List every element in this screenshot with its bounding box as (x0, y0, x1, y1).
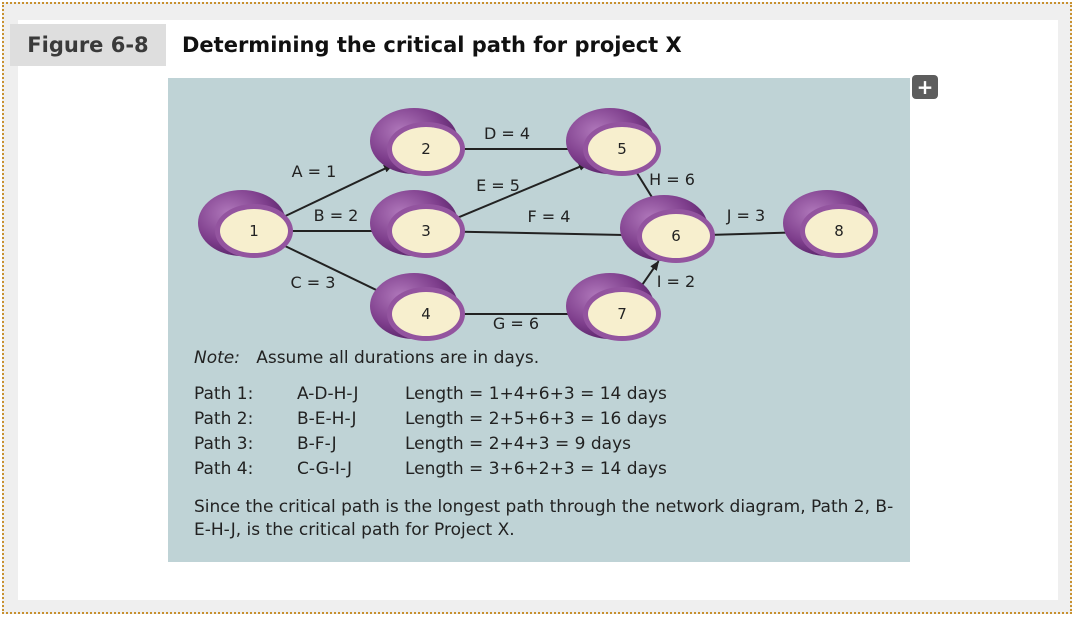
edge-label: I = 2 (657, 272, 695, 291)
node-number: 8 (834, 222, 844, 240)
edge-label: C = 3 (291, 273, 336, 292)
node-6: 6 (620, 195, 715, 263)
node-8: 8 (783, 190, 878, 258)
diagram-container: A = 1 B = 2 C = 3 D = 4 E = 5 F = 4 G = 6 H = 6… (168, 78, 910, 562)
node-face (392, 209, 460, 253)
path-name: Path 4: (194, 459, 254, 479)
edge-label: J = 3 (726, 206, 765, 225)
path-length: Length = 1+4+6+3 = 14 days (405, 384, 667, 404)
table-row: Path 2: B-E-H-J Length = 2+5+6+3 = 16 da… (194, 407, 667, 432)
edge-label: E = 5 (476, 176, 520, 195)
path-name: Path 1: (194, 384, 254, 404)
node-3: 3 (370, 190, 465, 258)
network-diagram: A = 1 B = 2 C = 3 D = 4 E = 5 F = 4 G = 6 H = 6… (198, 108, 878, 341)
node-number: 2 (421, 140, 431, 158)
table-row: Path 1: A-D-H-J Length = 1+4+6+3 = 14 da… (194, 382, 667, 407)
node-face (392, 127, 460, 171)
edge-label: A = 1 (292, 162, 337, 181)
figure-label: Figure 6-8 (10, 24, 166, 66)
conclusion-text: Since the critical path is the longest p… (194, 497, 894, 540)
node-4: 4 (370, 273, 465, 341)
table-row: Path 3: B-F-J Length = 2+4+3 = 9 days (194, 432, 667, 457)
node-face (805, 209, 873, 253)
node-number: 5 (617, 140, 627, 158)
path-length: Length = 3+6+2+3 = 14 days (405, 459, 667, 479)
node-face (392, 292, 460, 336)
node-face (642, 214, 710, 258)
node-5: 5 (566, 108, 661, 176)
edge-label: F = 4 (528, 207, 571, 226)
paths-table: Path 1: A-D-H-J Length = 1+4+6+3 = 14 da… (194, 382, 667, 482)
plus-icon: + (916, 75, 934, 99)
path-length: Length = 2+5+6+3 = 16 days (405, 409, 667, 429)
path-name: Path 3: (194, 434, 254, 454)
path-sequence: B-E-H-J (297, 409, 357, 429)
note-line: Note: Assume all durations are in days. (194, 348, 904, 368)
expand-button[interactable]: + (912, 75, 938, 99)
note-text: Assume all durations are in days. (256, 348, 540, 368)
node-number: 3 (421, 222, 431, 240)
path-sequence: B-F-J (297, 434, 337, 454)
path-length: Length = 2+4+3 = 9 days (405, 434, 632, 454)
node-1: 1 (198, 190, 293, 258)
table-row: Path 4: C-G-I-J Length = 3+6+2+3 = 14 da… (194, 457, 667, 482)
node-number: 6 (671, 227, 681, 245)
edge-arrow-1-4 (282, 244, 395, 300)
node-number: 1 (249, 222, 259, 240)
edge-arrow-1-2 (282, 163, 394, 218)
node-face (588, 127, 656, 171)
node-number: 4 (421, 305, 431, 323)
path-sequence: C-G-I-J (297, 459, 353, 479)
node-number: 7 (617, 305, 627, 323)
edge-label: H = 6 (649, 170, 695, 189)
figure-title: Determining the critical path for projec… (182, 33, 682, 57)
edge-label: B = 2 (314, 206, 359, 225)
edge-arrow-6-8 (711, 228, 800, 237)
node-face (588, 292, 656, 336)
path-name: Path 2: (194, 409, 254, 429)
path-sequence: A-D-H-J (297, 384, 359, 404)
explanation-block: Note: Assume all durations are in days. … (194, 348, 904, 542)
edge-arrow-3-5 (456, 162, 589, 220)
node-2: 2 (370, 108, 465, 176)
edge-label: G = 6 (493, 314, 539, 333)
edge-arrow-3-6 (461, 230, 637, 240)
node-7: 7 (566, 273, 661, 341)
edge-label: D = 4 (484, 124, 530, 143)
note-prefix: Note: (194, 348, 240, 368)
node-face (220, 209, 288, 253)
